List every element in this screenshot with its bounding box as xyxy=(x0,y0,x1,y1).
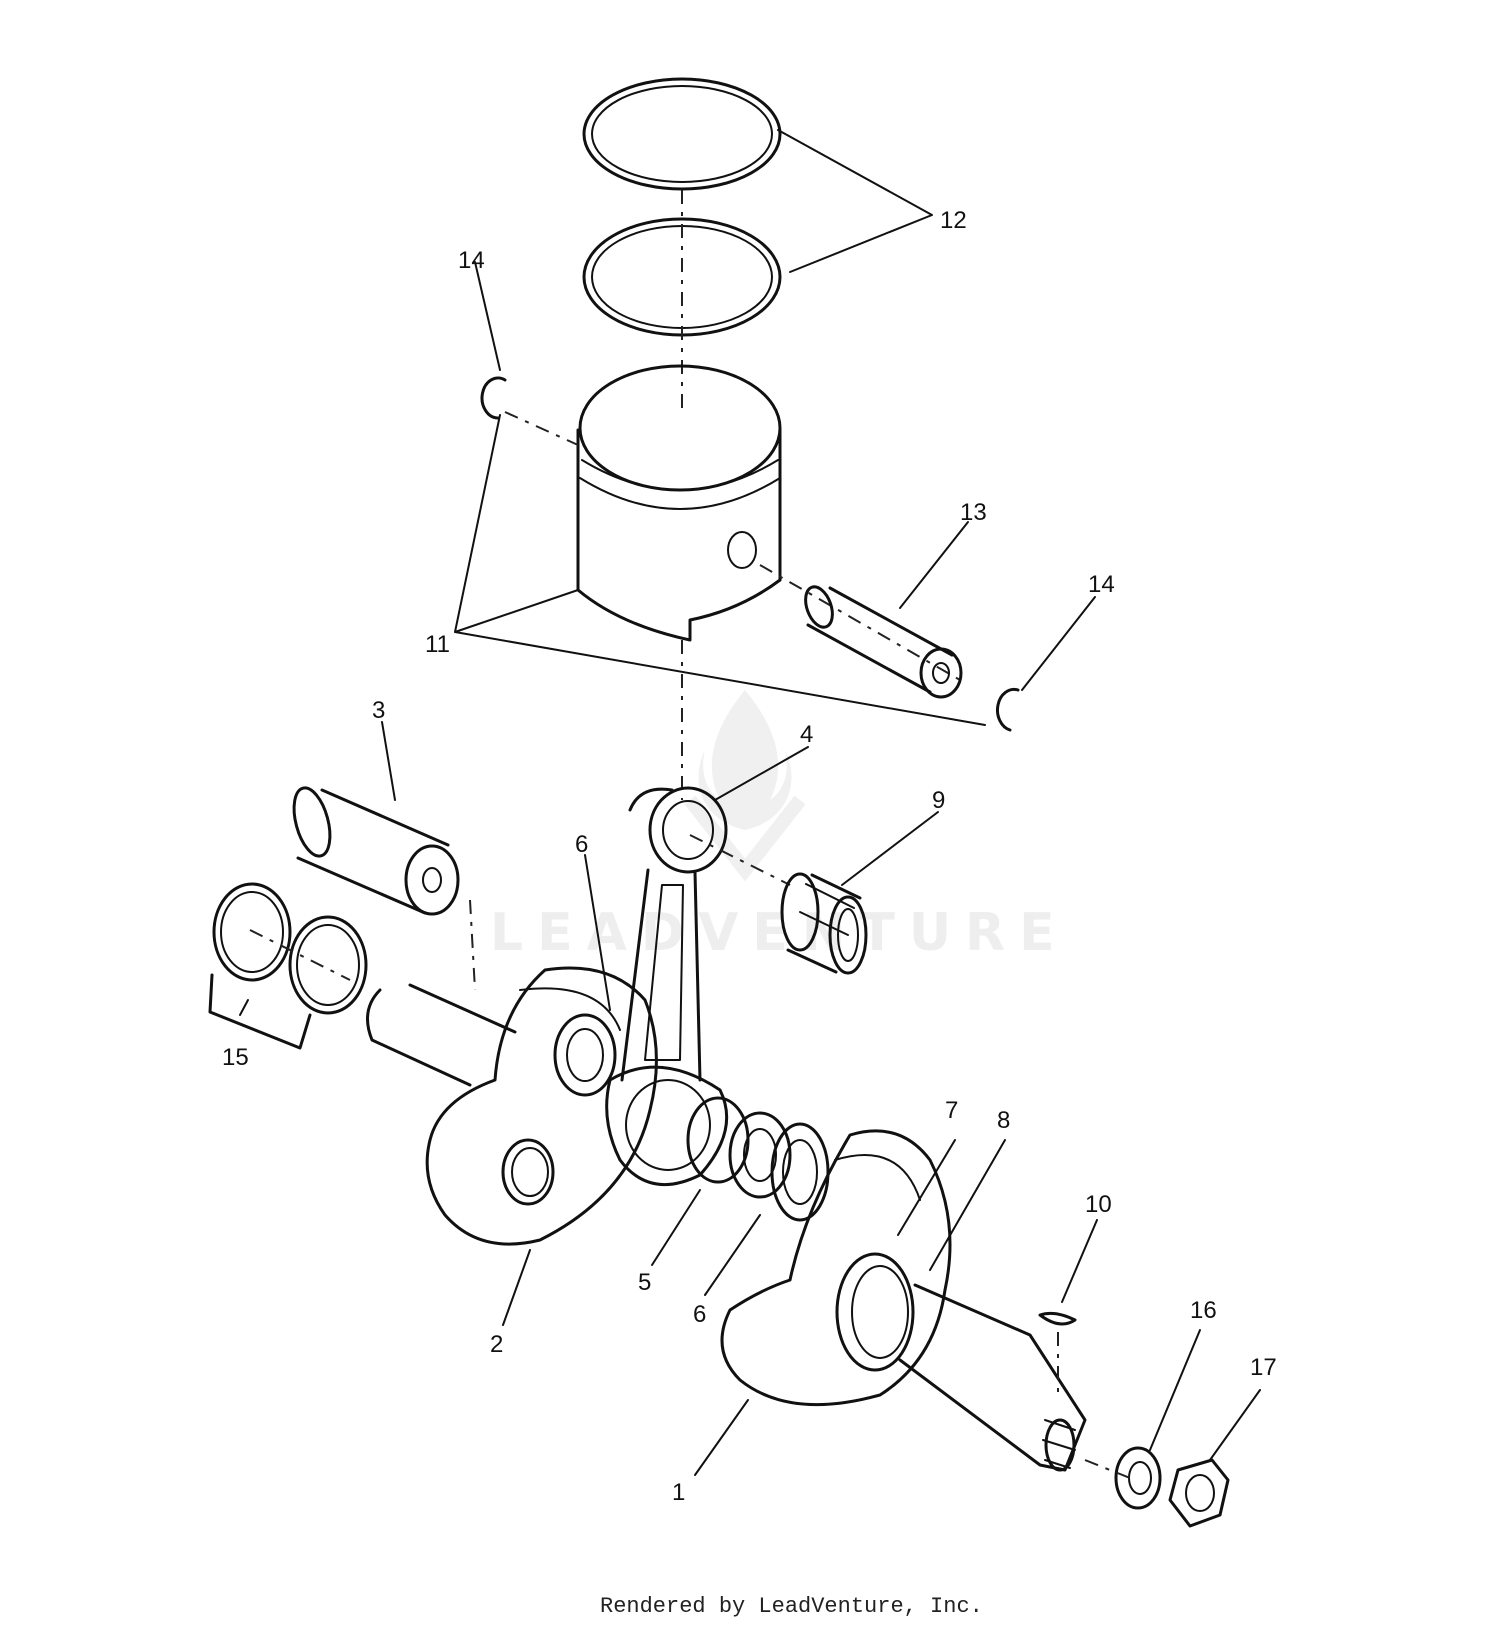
callout-10: 10 xyxy=(1085,1191,1112,1218)
callout-16: 16 xyxy=(1190,1297,1217,1324)
circlip-right xyxy=(996,687,1020,732)
woodruff-key xyxy=(1038,1311,1077,1326)
leader-lines xyxy=(239,129,1261,1476)
crankpin xyxy=(292,786,476,991)
callout-2: 2 xyxy=(490,1331,503,1358)
callout-14-right: 14 xyxy=(1088,571,1115,598)
callout-11: 11 xyxy=(425,631,450,658)
callout-12: 12 xyxy=(940,207,967,234)
callout-6-top: 6 xyxy=(575,831,588,858)
callout-9: 9 xyxy=(932,787,945,814)
needle-bearing xyxy=(780,872,868,975)
watermark: LEADVENTURE xyxy=(490,690,1069,963)
callout-17: 17 xyxy=(1250,1354,1277,1381)
credit-text: Rendered by LeadVenture, Inc. xyxy=(600,1594,983,1619)
washer xyxy=(1114,1446,1162,1510)
seals xyxy=(208,882,368,1050)
watermark-logo-icon xyxy=(698,690,792,830)
piston-pin xyxy=(804,585,963,699)
callout-13: 13 xyxy=(960,499,987,526)
callout-8: 8 xyxy=(997,1107,1010,1134)
watermark-text: LEADVENTURE xyxy=(490,903,1069,963)
callout-3: 3 xyxy=(372,697,385,724)
nut xyxy=(1168,1458,1230,1528)
circlip-left xyxy=(480,376,507,420)
piston-rings xyxy=(582,77,782,410)
callout-14-left: 14 xyxy=(458,247,485,274)
callout-7: 7 xyxy=(945,1097,958,1124)
callout-1: 1 xyxy=(672,1479,685,1506)
piston xyxy=(504,364,961,800)
callouts: 12 14 13 14 11 3 4 9 6 15 7 8 10 5 16 6 … xyxy=(222,207,1277,1506)
callout-5: 5 xyxy=(638,1269,651,1296)
callout-15: 15 xyxy=(222,1044,249,1071)
crank-half-left xyxy=(366,966,658,1246)
piston-ring-top xyxy=(582,77,782,191)
callout-4: 4 xyxy=(800,721,813,748)
callout-6-bottom: 6 xyxy=(693,1301,706,1328)
crank-half-right xyxy=(720,1129,1087,1472)
